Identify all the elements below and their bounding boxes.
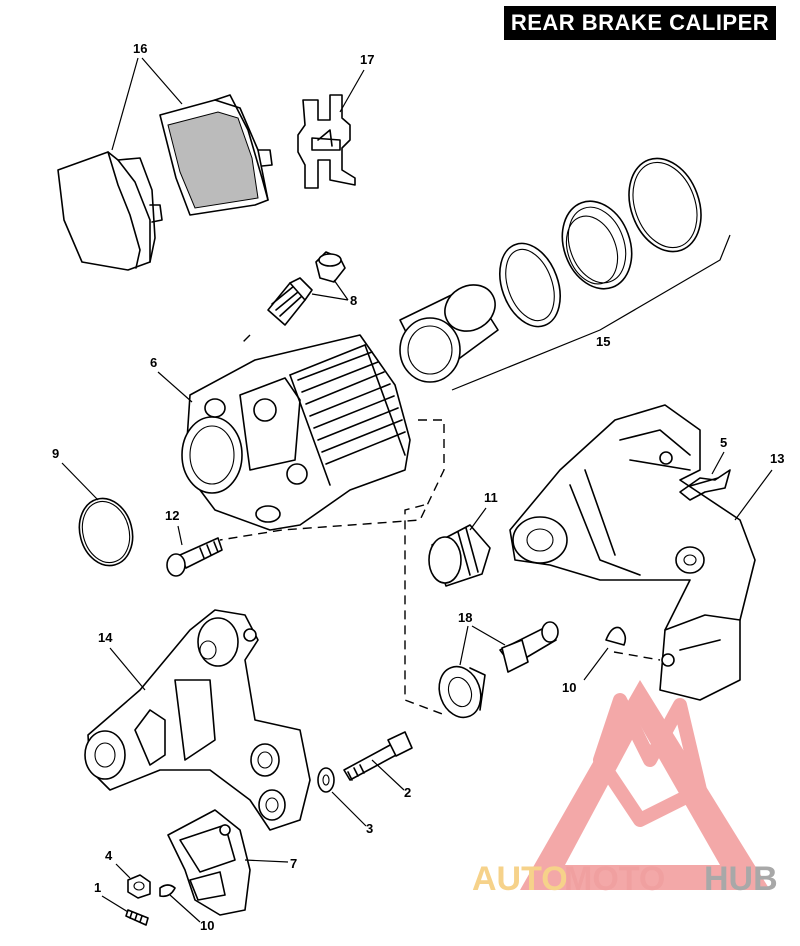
caliper-bolt: [166, 537, 223, 577]
svg-text:16: 16: [133, 41, 147, 56]
slide-pin-and-boot: [438, 621, 559, 719]
svg-text:10: 10: [200, 918, 214, 933]
alignment-line: [404, 504, 446, 716]
callout-18: 18: [458, 610, 506, 666]
svg-text:HUB: HUB: [704, 860, 778, 898]
svg-text:13: 13: [770, 451, 784, 466]
pad-spring-clip: [297, 94, 356, 189]
bushing: [428, 524, 491, 587]
callout-12: 12: [165, 508, 183, 546]
svg-text:15: 15: [596, 334, 610, 349]
callout-14: 14: [98, 630, 146, 691]
callout-9: 9: [52, 446, 99, 501]
svg-text:3: 3: [366, 821, 373, 836]
svg-text:2: 2: [404, 785, 411, 800]
svg-text:11: 11: [484, 490, 498, 505]
bleeder-valve: [267, 251, 346, 326]
callout-2: 2: [371, 759, 411, 800]
svg-text:5: 5: [720, 435, 727, 450]
svg-text:7: 7: [290, 856, 297, 871]
svg-text:18: 18: [458, 610, 472, 625]
callout-10-right: 10: [562, 647, 661, 695]
svg-text:1: 1: [94, 880, 101, 895]
callout-13: 13: [734, 451, 784, 521]
washer: [317, 767, 335, 793]
callout-16: 16: [111, 41, 183, 151]
svg-text:9: 9: [52, 446, 59, 461]
svg-text:AUTO: AUTO: [472, 860, 568, 898]
callout-17: 17: [339, 52, 374, 113]
screw: [125, 909, 149, 926]
diagram-title: REAR BRAKE CALIPER: [504, 6, 776, 40]
bracket-plate: [167, 809, 251, 916]
plug-right: [605, 626, 627, 646]
callout-1: 1: [94, 880, 129, 913]
piston-assembly: [399, 157, 731, 391]
watermark-text: AUTO MOTO HUB: [472, 860, 778, 898]
svg-text:4: 4: [105, 848, 113, 863]
torque-arm: [84, 609, 311, 831]
callout-3: 3: [331, 791, 373, 836]
svg-text:17: 17: [360, 52, 374, 67]
svg-text:14: 14: [98, 630, 113, 645]
callout-5: 5: [711, 435, 727, 475]
mounting-bracket: [509, 404, 756, 701]
caliper-body: [181, 334, 445, 541]
plug-bottom: [159, 884, 176, 898]
svg-text:10: 10: [562, 680, 576, 695]
callout-11: 11: [469, 490, 498, 531]
brake-pads: [57, 94, 273, 271]
bolt: [343, 731, 413, 781]
o-ring: [78, 497, 134, 567]
svg-text:MOTO: MOTO: [564, 860, 665, 898]
svg-text:8: 8: [350, 293, 357, 308]
svg-text:12: 12: [165, 508, 179, 523]
nut: [127, 874, 151, 899]
callout-15: 15: [596, 334, 610, 349]
callout-6: 6: [150, 355, 193, 403]
svg-text:6: 6: [150, 355, 157, 370]
callout-10-bottom: 10: [169, 894, 214, 933]
anti-rattle-spring: [679, 469, 731, 501]
callout-8: 8: [311, 279, 357, 308]
watermark-logo: [520, 680, 770, 890]
callout-4: 4: [105, 848, 131, 879]
callout-7: 7: [244, 856, 297, 871]
